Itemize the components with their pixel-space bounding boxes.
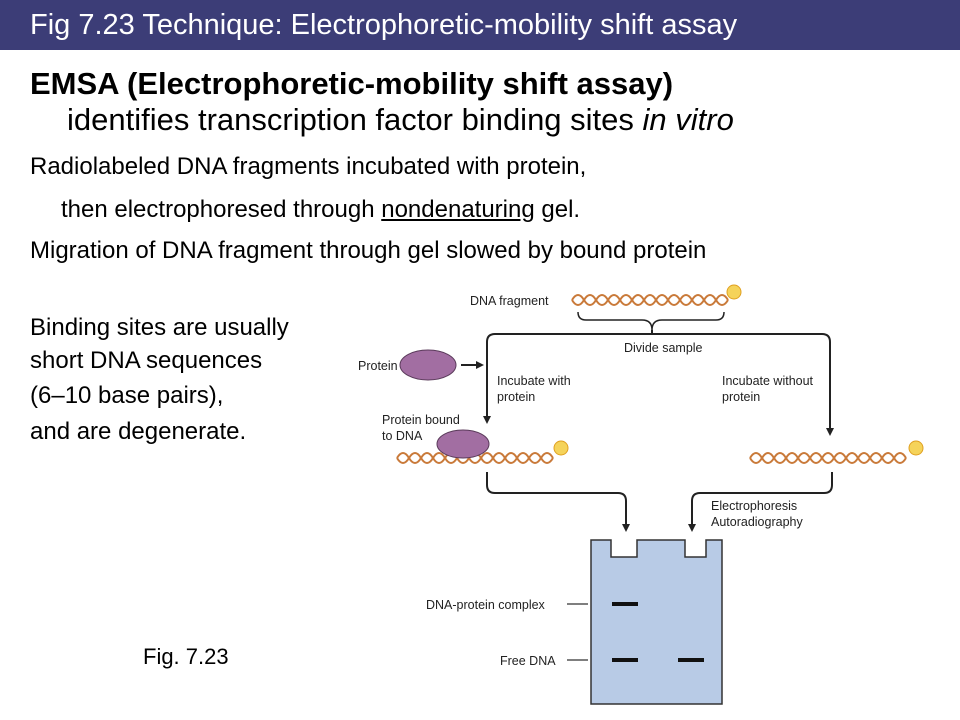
arrow-left-to-gel	[486, 472, 630, 532]
label-incubate-with-2: protein	[497, 390, 535, 404]
side-text-line: (6–10 base pairs),	[30, 382, 224, 409]
arrow-to-incubate-without	[652, 333, 834, 436]
side-text-line: and are degenerate.	[30, 418, 247, 445]
bound-protein-shape	[436, 429, 490, 459]
side-text-line: Binding sites are usually	[30, 314, 289, 341]
label-protein-bound-2: to DNA	[382, 429, 423, 443]
arrow-right-to-gel	[688, 472, 833, 532]
label-incubate-without-1: Incubate without	[722, 374, 814, 388]
label-incubate-without-2: protein	[722, 390, 760, 404]
label-protein: Protein	[358, 359, 398, 373]
radiolabel-icon	[726, 284, 742, 300]
label-divide-sample: Divide sample	[624, 341, 703, 355]
p2-underlined: nondenaturing	[381, 196, 535, 223]
label-dna-protein-complex: DNA-protein complex	[426, 598, 546, 612]
radiolabel-icon	[553, 440, 569, 456]
paragraph-migration: Migration of DNA fragment through gel sl…	[30, 237, 707, 264]
label-autoradiography: Autoradiography	[711, 515, 803, 529]
heading-emsa: EMSA (Electrophoretic-mobility shift ass…	[30, 66, 674, 101]
protein-shape	[399, 349, 457, 381]
label-protein-bound-1: Protein bound	[382, 413, 460, 427]
side-text-line: short DNA sequences	[30, 347, 263, 374]
p2-before: then electrophoresed through	[61, 196, 382, 223]
dna-fragment-right	[749, 452, 907, 464]
label-dna-fragment: DNA fragment	[470, 294, 549, 308]
p2-after: gel.	[534, 196, 581, 223]
dna-fragment-top	[571, 294, 729, 306]
heading-subline: identifies transcription factor binding …	[67, 102, 734, 138]
heading-subline-italic: in vitro	[642, 102, 734, 137]
slide-title: Fig 7.23 Technique: Electrophoretic-mobi…	[30, 9, 738, 41]
arrow-to-incubate-with	[483, 330, 653, 424]
gel	[590, 539, 723, 705]
paragraph-electrophoresed: then electrophoresed through nondenaturi…	[61, 196, 580, 224]
radiolabel-icon	[908, 440, 924, 456]
figure-caption: Fig. 7.23	[143, 644, 229, 669]
divide-brace	[577, 311, 725, 331]
label-free-dna: Free DNA	[500, 654, 556, 668]
paragraph-radiolabeled: Radiolabeled DNA fragments incubated wit…	[30, 153, 587, 180]
title-bar: Fig 7.23 Technique: Electrophoretic-mobi…	[0, 0, 960, 50]
label-electrophoresis: Electrophoresis	[711, 499, 797, 513]
heading-subline-text: identifies transcription factor binding …	[67, 102, 643, 137]
label-incubate-with-1: Incubate with	[497, 374, 571, 388]
